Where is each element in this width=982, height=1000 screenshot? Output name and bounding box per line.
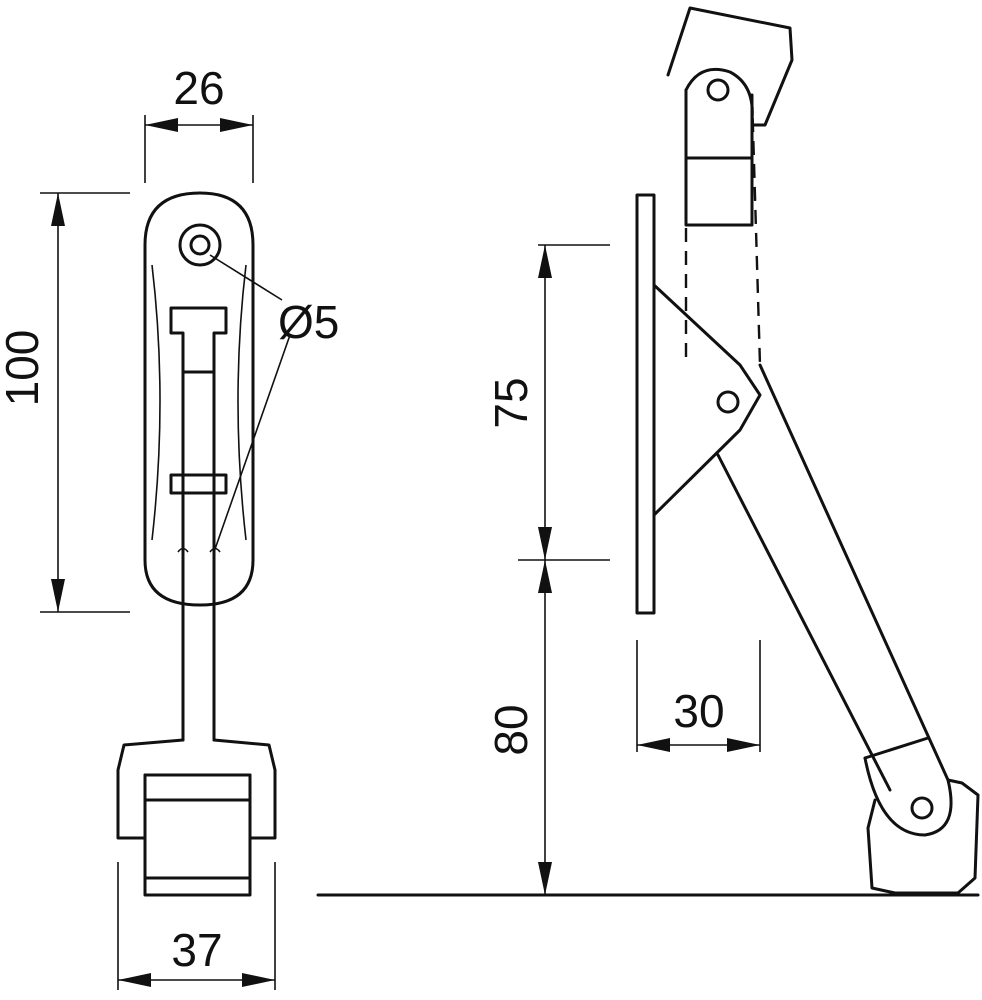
front-plate-inner-left [151, 264, 161, 541]
hole-diameter-label: Ø5 [278, 296, 339, 348]
dimension-top-width: 26 [144, 62, 254, 183]
side-raised-rubber-foot [666, 6, 794, 127]
dimension-offset: 30 [636, 640, 761, 752]
side-wall-plate [635, 193, 656, 615]
side-arm-down-joint [863, 736, 930, 760]
front-rubber-foot [143, 773, 252, 897]
front-view [116, 191, 277, 897]
side-foot-pivot-hole [910, 796, 934, 820]
dimension-bracket-height: 75 [485, 244, 610, 561]
side-arm-down [716, 363, 950, 792]
side-raised-foot-cap [684, 67, 754, 122]
front-arm [181, 370, 216, 742]
front-upper-slot [169, 306, 228, 374]
front-pivot-hole-outer [178, 223, 222, 267]
dimension-floor-height: 80 [485, 560, 552, 895]
bottom-width-label: 37 [171, 924, 222, 976]
side-pivot-hole [716, 390, 740, 414]
dimension-hole-diameter: Ø5 [209, 254, 339, 553]
side-view [635, 6, 980, 895]
side-rubber-foot [866, 778, 980, 895]
front-pivot-hole-inner [189, 234, 211, 256]
dimension-bottom-width: 37 [117, 862, 276, 990]
front-lower-slot [169, 473, 228, 495]
height-total-label: 100 [0, 330, 48, 407]
side-raised-pivot-hole [706, 78, 730, 102]
side-bracket [652, 283, 762, 517]
top-width-label: 26 [173, 62, 224, 114]
bracket-height-label: 75 [485, 377, 537, 428]
side-arm-up-top [684, 88, 754, 227]
offset-label: 30 [673, 685, 724, 737]
dimension-height-total: 100 [0, 192, 130, 613]
side-foot-end [863, 756, 953, 837]
front-plate-inner-right [237, 264, 247, 541]
floor-height-label: 80 [485, 704, 537, 755]
front-plate-outline [143, 191, 255, 607]
